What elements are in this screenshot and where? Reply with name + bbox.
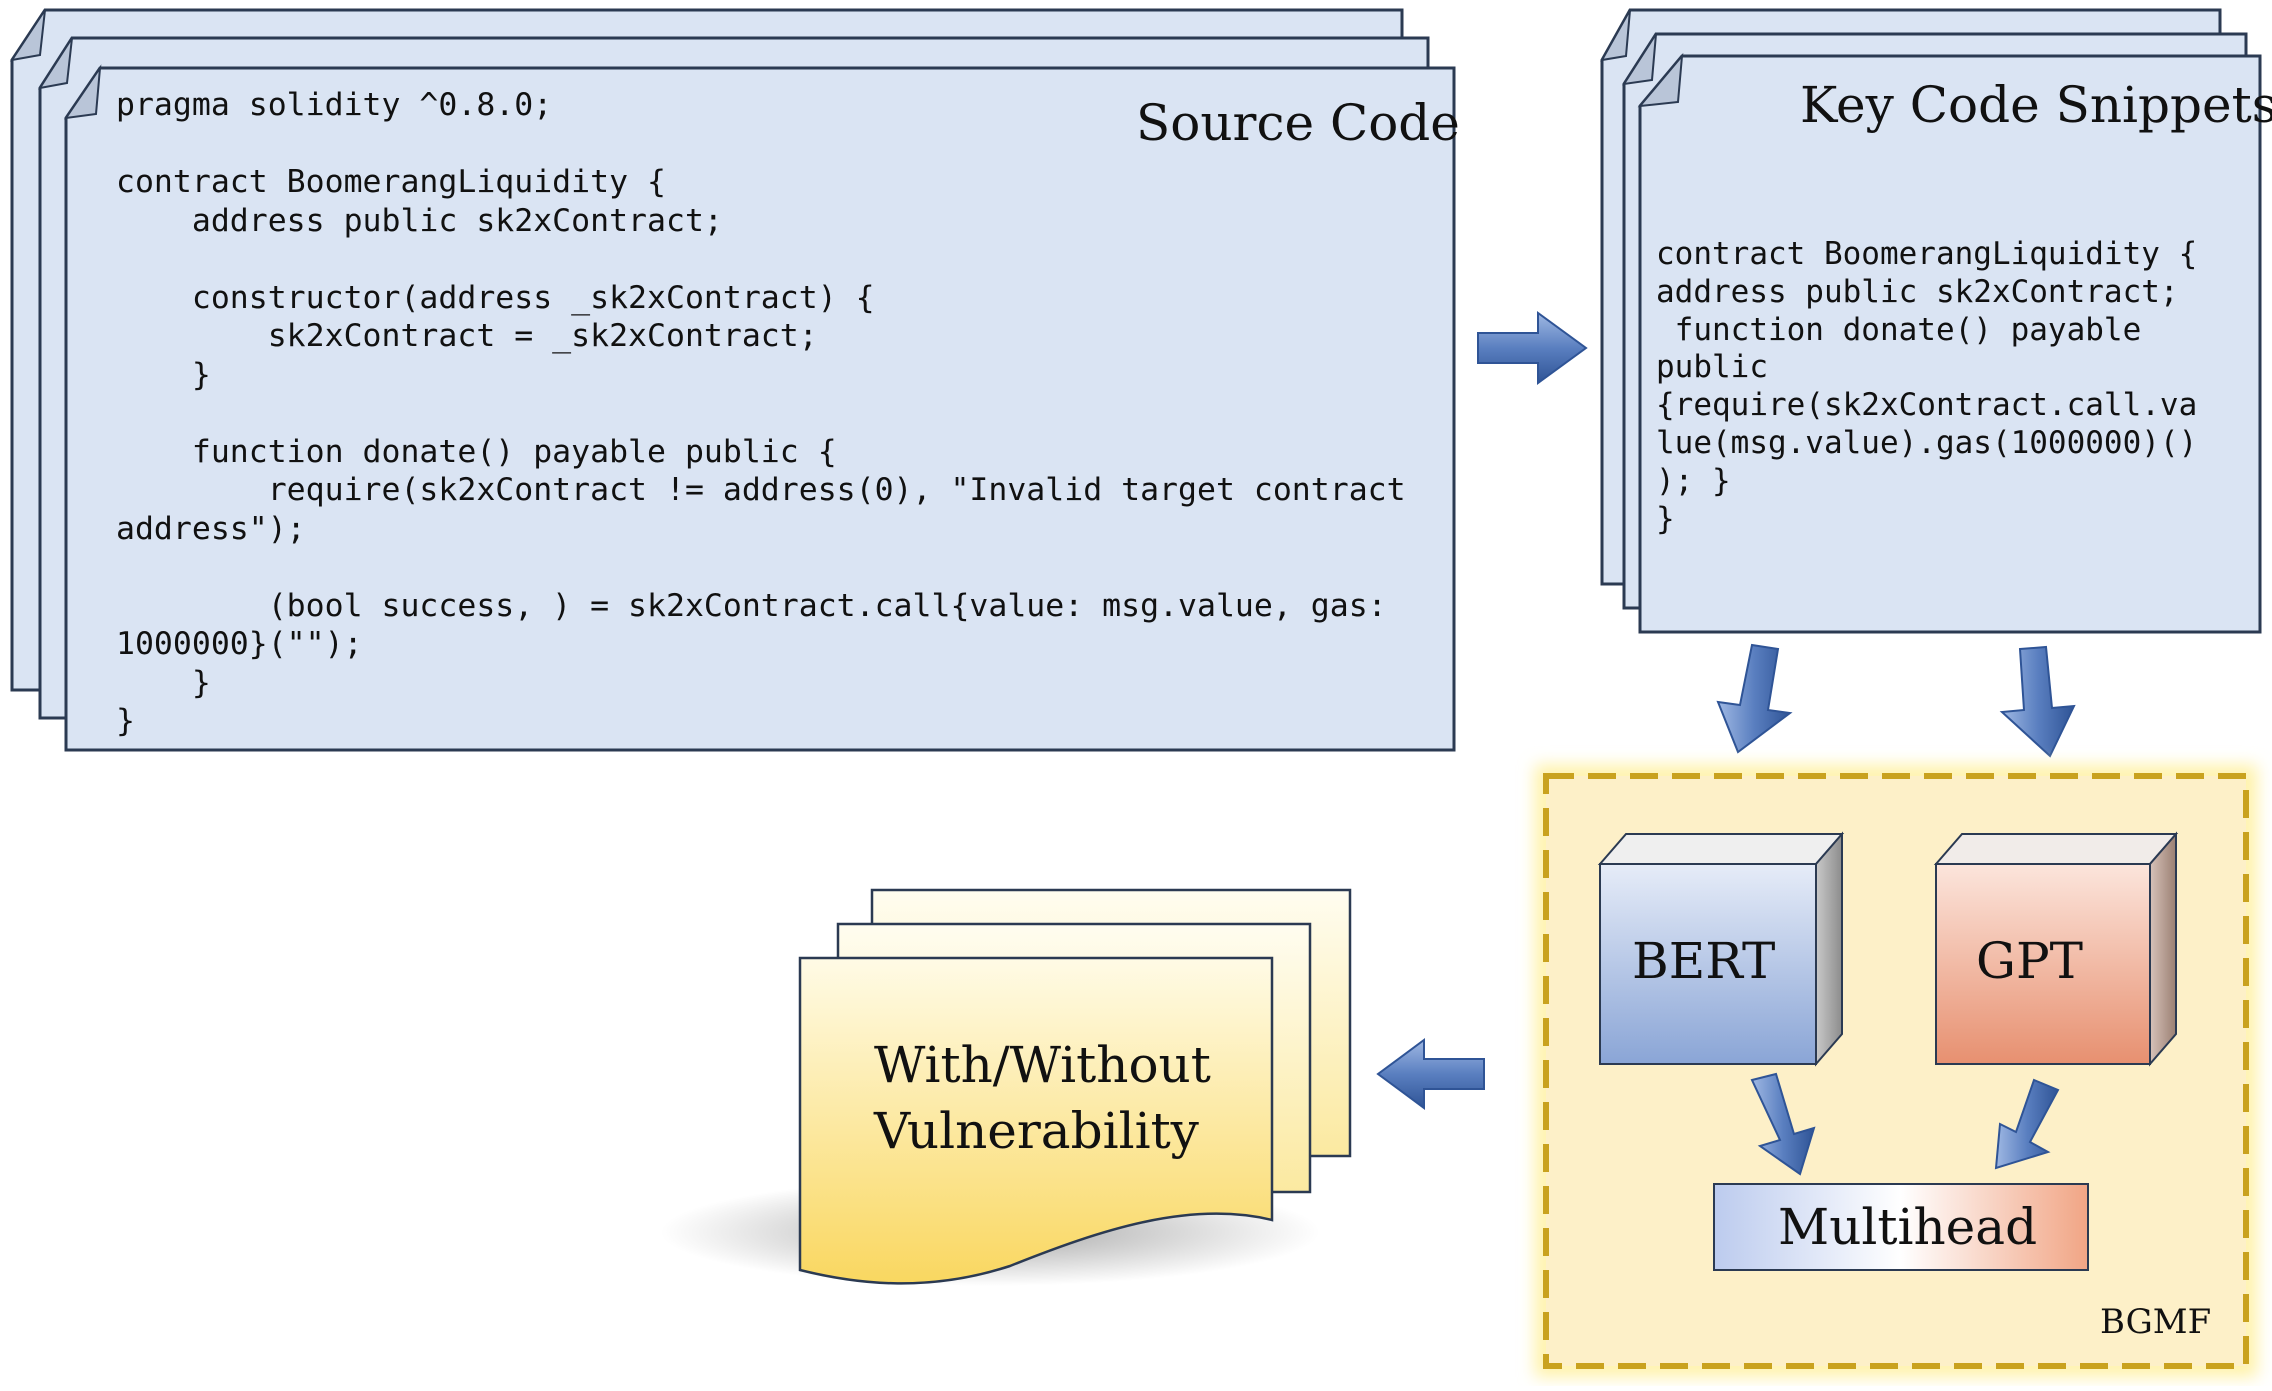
source-page-front-fold xyxy=(63,64,102,120)
code-line: require(sk2xContract != address(0), "Inv… xyxy=(116,472,1406,508)
code-line: contract BoomerangLiquidity { xyxy=(116,164,666,200)
arrow-down-to-bert xyxy=(1716,643,1793,754)
source-code-title: Source Code xyxy=(1136,94,1460,152)
code-line xyxy=(116,548,1406,587)
code-line: address"); xyxy=(116,510,306,547)
code-line: } xyxy=(116,703,135,739)
output-label-line2: Vulnerability xyxy=(874,1102,1199,1160)
code-line: {require(sk2xContract.call.va xyxy=(1656,387,2198,424)
arrow-gpt-to-multihead xyxy=(1994,1078,2060,1170)
bert-cube-top xyxy=(1597,833,1845,865)
code-line: (bool success, ) = sk2xContract.call{val… xyxy=(116,587,1387,624)
code-line: constructor(address _sk2xContract) { xyxy=(116,279,875,316)
source-code-block: pragma solidity ^0.8.0; contract Boomera… xyxy=(116,86,1406,741)
key-snippets-code-block: contract BoomerangLiquidity {address pub… xyxy=(1656,236,2197,538)
snippet-page-back-fold xyxy=(1600,9,1631,62)
gpt-label: GPT xyxy=(1976,932,2083,990)
gpt-cube-top xyxy=(1933,833,2179,865)
code-line: address public sk2xContract; xyxy=(1656,273,2179,310)
code-line: } xyxy=(1656,500,1675,537)
bert-cube-side xyxy=(1815,831,1843,1067)
multihead-label: Multihead xyxy=(1778,1198,2038,1256)
key-snippets-stack xyxy=(1600,8,2262,634)
code-line xyxy=(116,394,1406,433)
code-line: public xyxy=(1656,349,1768,386)
gpt-cube-side xyxy=(2149,831,2177,1067)
snippet-page-middle-fold xyxy=(1621,33,1657,86)
output-document-front xyxy=(798,956,1274,1285)
code-line xyxy=(116,240,1406,279)
code-line: 1000000}(""); xyxy=(116,626,363,662)
code-line: contract BoomerangLiquidity { xyxy=(1656,236,2198,272)
source-page-back-fold xyxy=(9,9,46,62)
bert-cube xyxy=(1597,831,1845,1067)
bgmf-label: BGMF xyxy=(2100,1302,2212,1342)
source-code-stack xyxy=(9,8,1456,752)
gpt-cube xyxy=(1933,831,2179,1067)
code-line: pragma solidity ^0.8.0; xyxy=(116,87,553,123)
snippet-page-front-fold xyxy=(1637,52,1684,108)
arrow-bert-to-multihead xyxy=(1750,1072,1816,1176)
code-line: lue(msg.value).gas(1000000)() xyxy=(1656,424,2198,461)
code-line xyxy=(116,125,1406,164)
bert-cube-front xyxy=(1599,863,1817,1065)
code-line: ); } xyxy=(1656,462,1731,499)
gpt-cube-front xyxy=(1935,863,2151,1065)
code-line: } xyxy=(116,356,211,393)
code-line: function donate() payable public { xyxy=(116,433,837,470)
arrow-down-to-gpt xyxy=(1999,645,2076,758)
arrow-right-source-to-snippets xyxy=(1477,311,1588,385)
key-snippets-title: Key Code Snippets xyxy=(1800,76,2272,134)
source-page-middle-fold xyxy=(37,37,73,90)
bgmf-dashed-border xyxy=(1543,773,2249,1369)
code-line: address public sk2xContract; xyxy=(116,202,723,239)
bert-label: BERT xyxy=(1632,932,1776,990)
multihead-box xyxy=(1713,1183,2089,1271)
code-line: function donate() payable xyxy=(1656,311,2142,348)
code-line: sk2xContract = _sk2xContract; xyxy=(116,318,818,354)
output-label-line1: With/Without xyxy=(874,1036,1211,1094)
code-line: } xyxy=(116,664,211,701)
arrow-left-to-output xyxy=(1376,1038,1485,1110)
output-document-stack xyxy=(660,888,1352,1286)
